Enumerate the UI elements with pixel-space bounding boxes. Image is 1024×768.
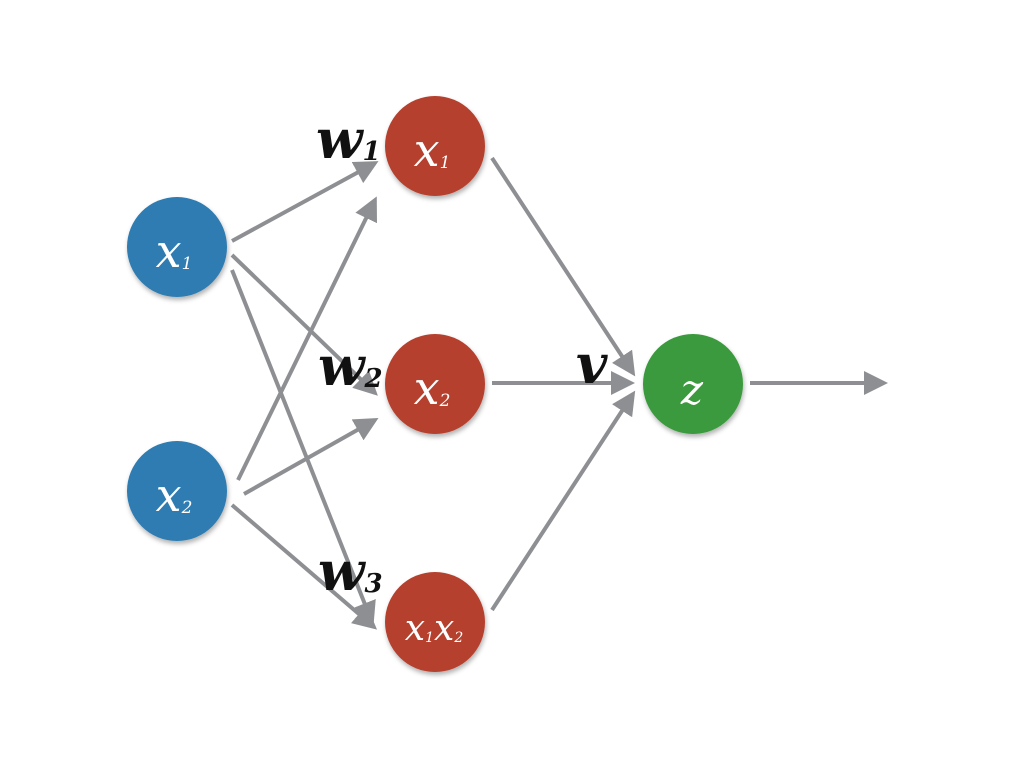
edge-input-x1-to-hidden-x2 bbox=[230, 253, 378, 396]
hidden-node-x2-circle bbox=[385, 334, 485, 434]
output-node-z-circle bbox=[643, 334, 743, 434]
hidden-node-x1x2-label: x1x2 bbox=[405, 608, 464, 649]
input-node-x2-circle bbox=[127, 441, 227, 541]
hidden-node-x1: x1 bbox=[385, 96, 485, 196]
edges-input-hidden bbox=[230, 161, 379, 630]
edge-input-x1-to-hidden-x1x2 bbox=[230, 269, 376, 626]
input-node-x1-circle bbox=[127, 197, 227, 297]
output-node-z: z bbox=[643, 334, 743, 434]
hidden-node-x1x2: x1x2 bbox=[385, 572, 485, 672]
weight-label-v: v bbox=[576, 332, 608, 396]
hidden-node-x1-label: x1 bbox=[414, 123, 451, 177]
input-node-x2: x2 bbox=[127, 441, 227, 541]
edge-hidden-x1x2-to-output-z bbox=[490, 390, 636, 612]
edge-input-x1-to-hidden-x1 bbox=[231, 161, 379, 243]
output-node-z-label: z bbox=[680, 365, 704, 414]
edges-hidden-output bbox=[490, 156, 636, 612]
weight-label-w3: w3 bbox=[318, 539, 383, 603]
edge-input-x2-to-hidden-x1x2 bbox=[230, 503, 378, 630]
hidden-node-x2-label: x2 bbox=[414, 361, 451, 415]
hidden-node-x1x2-circle bbox=[385, 572, 485, 672]
edge-input-x2-to-hidden-x1 bbox=[236, 196, 377, 481]
hidden-node-x1-circle bbox=[385, 96, 485, 196]
hidden-node-x2: x2 bbox=[385, 334, 485, 434]
edge-hidden-x1-to-output-z bbox=[490, 156, 636, 377]
edge-input-x2-to-hidden-x2 bbox=[243, 418, 379, 496]
input-node-x1: x1 bbox=[127, 197, 227, 297]
input-node-x2-label: x2 bbox=[156, 468, 193, 522]
input-node-x1-label: x1 bbox=[156, 224, 193, 278]
weight-label-w2: w2 bbox=[318, 334, 383, 398]
weight-label-w1: w1 bbox=[316, 107, 381, 171]
